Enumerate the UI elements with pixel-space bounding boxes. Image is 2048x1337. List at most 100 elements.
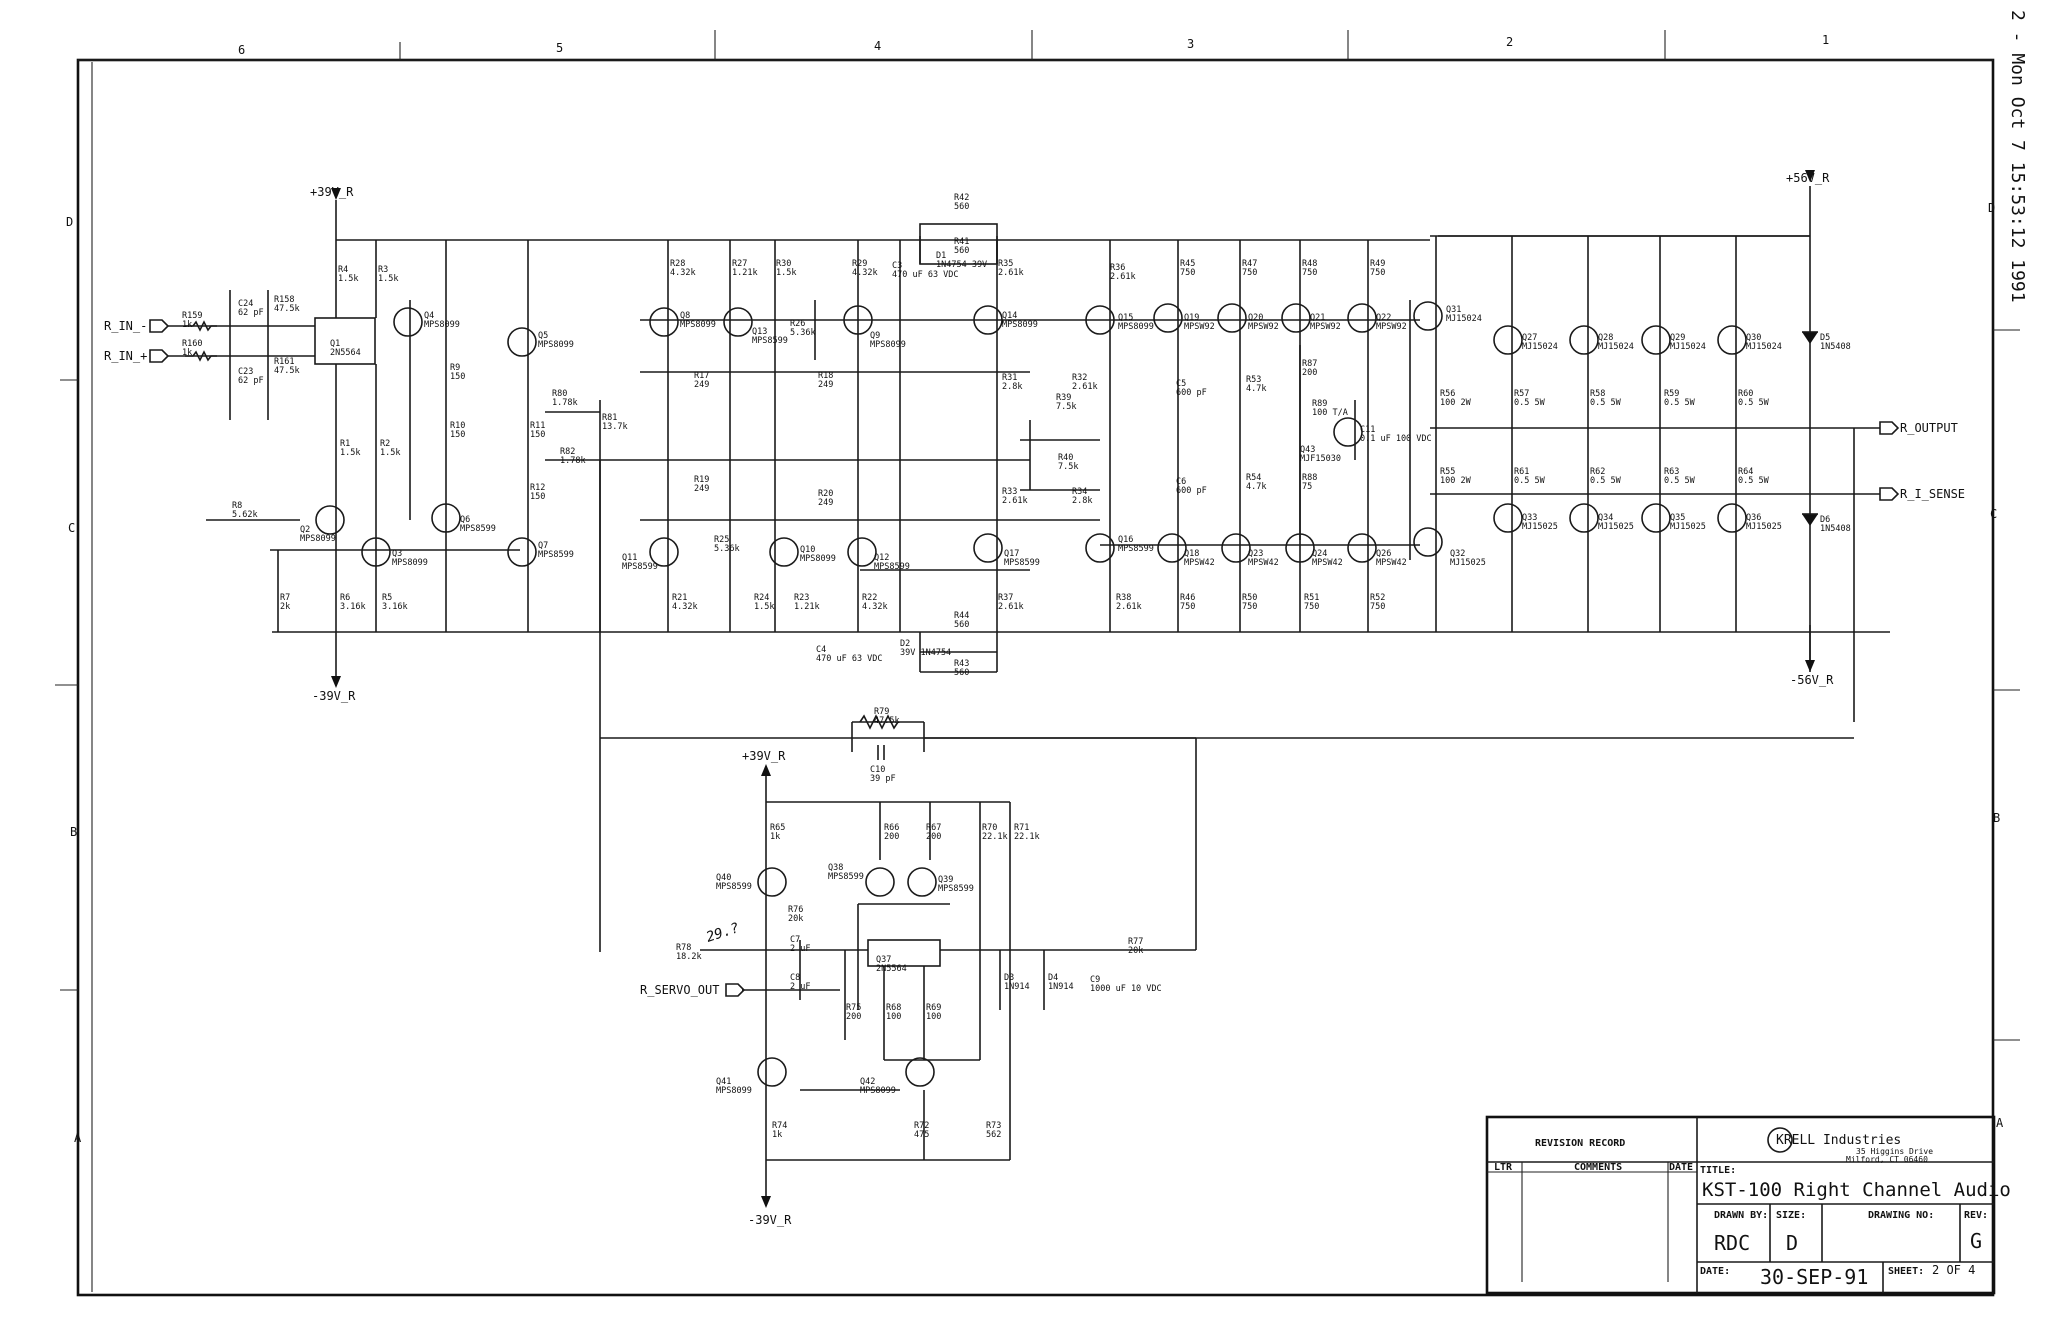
component-value-r49: 750 <box>1370 268 1385 278</box>
component-value-r63: 0.5 5W <box>1664 476 1696 486</box>
zone-row-c-left: C <box>68 521 75 535</box>
vas-transistors <box>649 305 1003 567</box>
component-ref-q10: Q10 <box>800 545 815 555</box>
q42-symbol <box>905 1057 935 1087</box>
q39-symbol <box>907 867 937 897</box>
output-transistors <box>1413 301 1747 557</box>
component-value-r23: 1.21k <box>794 602 820 612</box>
sheet-label: SHEET: <box>1888 1266 1924 1277</box>
component-ref-r64: R64 <box>1738 467 1753 477</box>
component-value-q36: MJ15025 <box>1746 522 1782 532</box>
component-ref-q39: Q39 <box>938 875 953 885</box>
sheet-border <box>76 58 1995 1297</box>
component-value-r29: 4.32k <box>852 268 878 278</box>
component-ref-q27: Q27 <box>1522 333 1537 343</box>
component-ref-r11: R11 <box>530 421 545 431</box>
component-ref-r20: R20 <box>818 489 833 499</box>
component-value-q22: MPSW92 <box>1376 322 1407 332</box>
component-ref-r61: R61 <box>1514 467 1529 477</box>
servo-port[interactable]: R_SERVO_OUT <box>640 983 746 997</box>
component-value-c9: 1000 uF 10 VDC <box>1090 984 1162 994</box>
component-value-r77: 20k <box>1128 946 1143 956</box>
component-ref-q9: Q9 <box>870 331 880 341</box>
q33-symbol <box>1493 503 1523 533</box>
component-ref-r33: R33 <box>1002 487 1017 497</box>
q34-symbol <box>1569 503 1599 533</box>
q7-symbol <box>507 537 537 567</box>
component-ref-q18: Q18 <box>1184 549 1199 559</box>
component-ref-r76: R76 <box>788 905 803 915</box>
component-value-q2: MPS8099 <box>300 534 336 544</box>
component-value-r21: 4.32k <box>672 602 698 612</box>
component-value-r68: 100 <box>886 1012 901 1022</box>
component-value-r24: 1.5k <box>754 602 774 612</box>
component-value-q1: 2N5564 <box>330 348 361 358</box>
q14-symbol <box>973 305 1003 335</box>
q40-symbol <box>757 867 787 897</box>
d6-diode <box>1802 513 1818 526</box>
component-value-r4: 1.5k <box>338 274 358 284</box>
component-ref-r25: R25 <box>714 535 729 545</box>
component-ref-r44: R44 <box>954 611 969 621</box>
component-ref-r12: R12 <box>530 483 545 493</box>
component-ref-r30: R30 <box>776 259 791 269</box>
component-ref-r52: R52 <box>1370 593 1385 603</box>
component-value-r159: 1k <box>182 320 192 330</box>
q27-symbol <box>1493 325 1523 355</box>
drawing-title: KST-100 Right Channel Audio <box>1702 1179 2011 1201</box>
arrow-neg56 <box>1805 660 1815 672</box>
component-value-q8: MPS8099 <box>680 320 716 330</box>
title-block <box>1485 1115 1996 1295</box>
component-ref-q21: Q21 <box>1310 313 1325 323</box>
component-ref-q13: Q13 <box>752 327 767 337</box>
component-value-r75: 200 <box>846 1012 861 1022</box>
component-ref-q43: Q43 <box>1300 445 1315 455</box>
drawing-no-label: DRAWING NO: <box>1868 1210 1934 1221</box>
sense-port-label: R_I_SENSE <box>1900 487 1965 501</box>
component-ref-d2: D2 <box>900 639 910 649</box>
component-value-q38: MPS8599 <box>828 872 864 882</box>
input-port-minus[interactable]: R_IN_- <box>104 319 170 333</box>
input-port-plus[interactable]: R_IN_+ <box>104 349 170 363</box>
component-value-q11: MPS8599 <box>622 562 658 572</box>
component-ref-r2: R2 <box>380 439 390 449</box>
component-ref-q32: Q32 <box>1450 549 1465 559</box>
component-ref-d1: D1 <box>936 251 946 261</box>
component-value-r78: 18.2k <box>676 952 702 962</box>
output-port[interactable]: R_OUTPUT <box>1879 421 1958 435</box>
component-value-r40: 7.5k <box>1058 462 1078 472</box>
component-ref-r66: R66 <box>884 823 899 833</box>
servo-port-label: R_SERVO_OUT <box>640 983 719 997</box>
component-ref-r21: R21 <box>672 593 687 603</box>
component-value-c5: 600 pF <box>1176 388 1207 398</box>
arrow-pos39-bot <box>761 764 771 776</box>
component-value-r73: 562 <box>986 1130 1001 1140</box>
component-value-q37: 2N5564 <box>876 964 907 974</box>
component-value-q23: MPSW42 <box>1248 558 1279 568</box>
component-value-c7: 2 uF <box>790 944 810 954</box>
component-value-q33: MJ15025 <box>1522 522 1558 532</box>
component-value-c3: 470 uF 63 VDC <box>892 270 959 280</box>
component-value-d5: 1N5408 <box>1820 342 1851 352</box>
component-ref-c10: C10 <box>870 765 885 775</box>
sense-port[interactable]: R_I_SENSE <box>1879 487 1965 501</box>
component-value-r8: 5.62k <box>232 510 258 520</box>
component-value-q34: MJ15025 <box>1598 522 1634 532</box>
component-value-r60: 0.5 5W <box>1738 398 1770 408</box>
component-ref-q24: Q24 <box>1312 549 1327 559</box>
component-ref-q33: Q33 <box>1522 513 1537 523</box>
component-value-r70: 22.1k <box>982 832 1008 842</box>
component-value-q15: MPS8099 <box>1118 322 1154 332</box>
component-value-q21: MPSW92 <box>1310 322 1341 332</box>
rail-label-neg39-bot: -39V_R <box>748 1213 792 1227</box>
component-value-r22: 4.32k <box>862 602 888 612</box>
rail-label-neg39-top: -39V_R <box>312 689 356 703</box>
component-value-q4: MPS8099 <box>424 320 460 330</box>
component-value-r38: 2.61k <box>1116 602 1142 612</box>
component-value-r82: 1.78k <box>560 456 586 466</box>
component-ref-c3: C3 <box>892 261 902 271</box>
component-value-r58: 0.5 5W <box>1590 398 1622 408</box>
component-ref-r79: R79 <box>874 707 889 717</box>
q23-symbol <box>1221 533 1251 563</box>
component-value-c11: 0.1 uF 100 VDC <box>1360 434 1432 444</box>
